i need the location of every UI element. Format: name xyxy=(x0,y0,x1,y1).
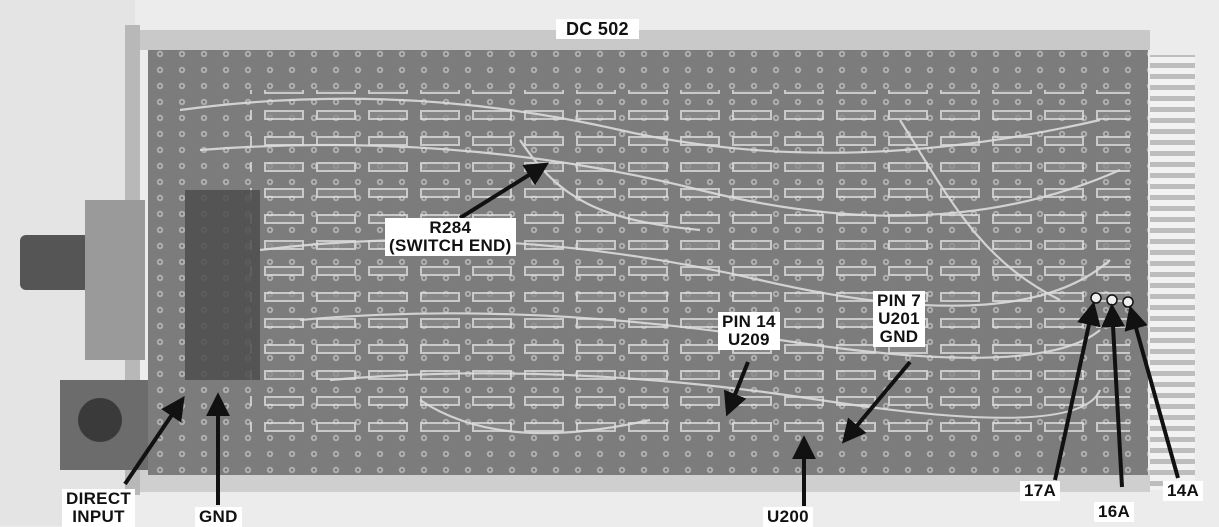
r284-label: R284 (SWITCH END) xyxy=(385,218,516,256)
17a-arrow xyxy=(1053,301,1101,481)
pin7-label: PIN 7 U201 GND xyxy=(873,291,926,347)
17a-label: 17A xyxy=(1020,481,1061,501)
pin14-label: PIN 14 U209 xyxy=(718,312,780,350)
14a-label: 14A xyxy=(1163,481,1204,501)
r284-arrow xyxy=(458,162,550,220)
16a-label: 16A xyxy=(1094,502,1135,522)
pin14-arrow xyxy=(723,361,750,417)
pin7-arrow xyxy=(841,360,912,444)
title-label: DC 502 xyxy=(556,19,639,39)
callout-arrows xyxy=(123,162,1180,506)
u200-label: U200 xyxy=(763,507,813,527)
front-panel-connectors xyxy=(20,200,150,470)
direct-input-arrow xyxy=(123,396,185,486)
direct-input-label: DIRECT INPUT xyxy=(62,489,136,527)
16a-arrow xyxy=(1101,303,1126,488)
14a-arrow xyxy=(1124,305,1180,479)
gnd-label: GND xyxy=(195,507,242,527)
